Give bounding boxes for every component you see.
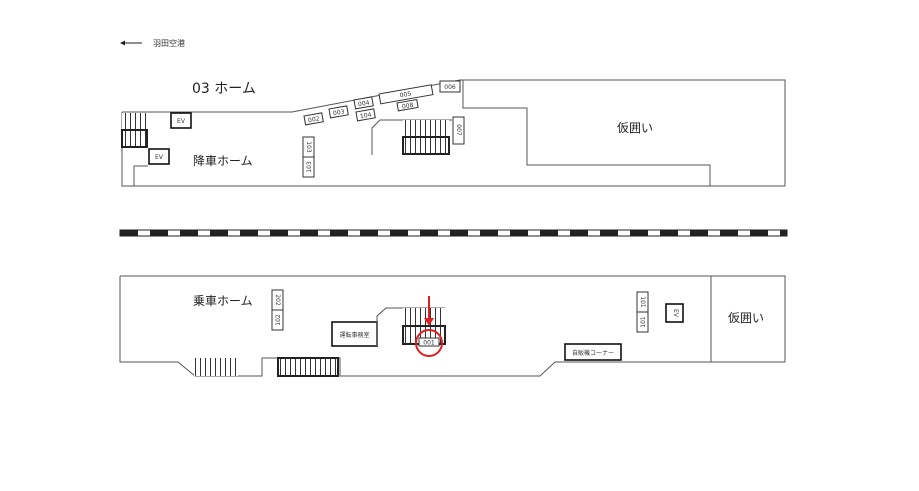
elevator xyxy=(665,303,684,323)
direction-indicator: 羽田空港 xyxy=(120,38,185,48)
arrival-platform-label: 降車ホーム xyxy=(193,154,253,168)
stairs xyxy=(194,358,238,376)
vending-corner xyxy=(564,343,622,361)
door-number: 007 xyxy=(455,124,462,136)
door-number: 008 xyxy=(401,102,414,111)
ev-label: EV xyxy=(177,118,186,125)
door-number: 103 xyxy=(306,161,313,173)
arrowhead-icon xyxy=(120,40,125,46)
door-number: 005 xyxy=(399,90,412,99)
door-number: 202 xyxy=(274,294,281,306)
ev-label: EV xyxy=(155,154,164,161)
track xyxy=(119,229,788,237)
escalator xyxy=(121,129,148,148)
elevator xyxy=(148,148,170,165)
escalator xyxy=(277,357,339,377)
door-number: 102 xyxy=(275,314,282,326)
escalator xyxy=(402,136,450,155)
door-number: 004 xyxy=(358,99,371,108)
door-number: 104 xyxy=(360,111,373,120)
direction-label: 羽田空港 xyxy=(153,38,185,48)
door-number: 002 xyxy=(308,115,321,124)
elevator xyxy=(170,112,192,129)
door-number: 101 xyxy=(639,296,646,308)
departure-platform-label: 乗車ホーム xyxy=(193,294,253,308)
door-number: 006 xyxy=(444,84,456,91)
office-label: 運転事務室 xyxy=(339,331,369,339)
departure-platform: 乗車ホーム 202 102 101 101 EV 仮囲い 運転事務室 自販機コー… xyxy=(119,275,786,377)
highlight-circle xyxy=(415,329,443,357)
location-marker xyxy=(415,296,443,357)
door-number: 003 xyxy=(333,108,346,117)
arrival-platform: EV EV 降車ホーム 002 003 004 104 005 008 006 … xyxy=(121,79,786,187)
fence-label: 仮囲い xyxy=(617,121,653,135)
vending-label: 自販機コーナー xyxy=(572,349,614,357)
fence-label: 仮囲い xyxy=(728,311,764,325)
door-number: 103 xyxy=(305,141,312,153)
ev-label: EV xyxy=(672,309,679,318)
door-number: 101 xyxy=(640,316,647,328)
door-number-highlighted: 001 xyxy=(423,340,435,347)
platform-title: 03 ホーム xyxy=(192,81,256,97)
office-room xyxy=(331,321,378,347)
